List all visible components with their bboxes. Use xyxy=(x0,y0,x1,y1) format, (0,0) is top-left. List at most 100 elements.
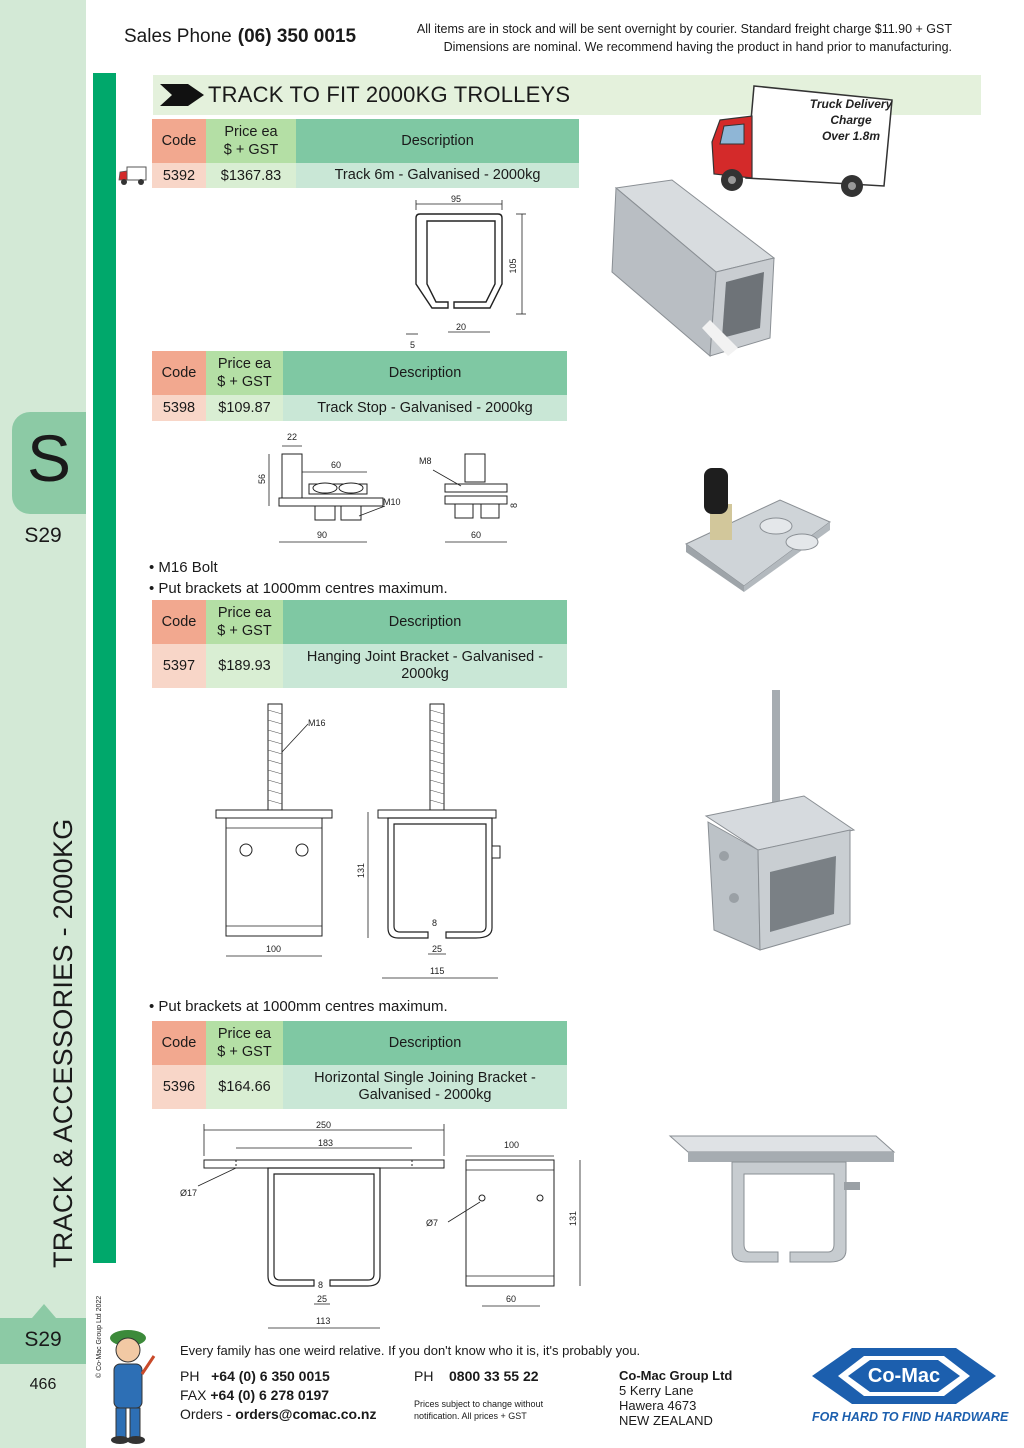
svg-text:Ø17: Ø17 xyxy=(180,1188,197,1198)
description-header: Description xyxy=(283,351,567,395)
product-price: $189.93 xyxy=(206,644,283,688)
logo-text: Co-Mac xyxy=(868,1365,940,1387)
svg-text:90: 90 xyxy=(317,530,327,540)
svg-text:60: 60 xyxy=(471,530,481,540)
price-table-5398: Code Price ea$ + GST Description 5398 $1… xyxy=(152,351,567,421)
truck-badge-line1: Truck Delivery xyxy=(810,97,894,111)
svg-text:100: 100 xyxy=(504,1140,519,1150)
svg-text:60: 60 xyxy=(331,460,341,470)
product-price: $164.66 xyxy=(206,1065,283,1109)
product-code: 5396 xyxy=(152,1065,206,1109)
footer-tab-notch xyxy=(32,1304,56,1318)
svg-text:8: 8 xyxy=(509,503,519,508)
svg-text:131: 131 xyxy=(568,1211,578,1226)
company-name: Co-Mac Group Ltd xyxy=(619,1368,733,1383)
track-dimension-drawing: 95 105 20 5 xyxy=(406,194,526,350)
footer-freephone: PH 0800 33 55 22 xyxy=(414,1368,539,1384)
footer-section-tab xyxy=(0,1318,86,1364)
svg-text:M10: M10 xyxy=(383,497,401,507)
svg-text:8: 8 xyxy=(432,918,437,928)
svg-text:113: 113 xyxy=(316,1316,330,1326)
description-header: Description xyxy=(283,600,567,644)
footer-orders: Orders - orders@comac.co.nz xyxy=(180,1406,377,1422)
company-address: Co-Mac Group Ltd 5 Kerry Lane Hawera 467… xyxy=(619,1368,733,1428)
svg-text:8: 8 xyxy=(318,1280,323,1290)
footer-joke: Every family has one weird relative. If … xyxy=(180,1343,641,1358)
code-header: Code xyxy=(152,600,206,644)
product-price: $1367.83 xyxy=(206,163,296,188)
hanging-bracket-product-photo xyxy=(704,690,856,951)
footer-freephone-number[interactable]: 0800 33 55 22 xyxy=(449,1368,539,1384)
product-description: Hanging Joint Bracket - Galvanised -2000… xyxy=(283,644,567,688)
svg-text:22: 22 xyxy=(287,432,297,442)
section-tab[interactable] xyxy=(12,412,86,514)
notice-line-1: All items are in stock and will be sent … xyxy=(416,22,952,36)
track-product-photo xyxy=(611,179,776,358)
section-number: S29 xyxy=(24,524,62,547)
price-header: Price ea$ + GST xyxy=(206,351,283,395)
svg-text:20: 20 xyxy=(456,322,466,332)
svg-text:Ø7: Ø7 xyxy=(426,1218,438,1228)
svg-text:5: 5 xyxy=(410,340,415,350)
product-description: Track Stop - Galvanised - 2000kg xyxy=(283,395,567,421)
page-number: 466 xyxy=(29,1376,57,1393)
truck-badge-line3: Over 1.8m xyxy=(822,129,880,143)
table-row[interactable]: 5396 $164.66 Horizontal Single Joining B… xyxy=(152,1065,567,1109)
product-code: 5392 xyxy=(152,163,206,188)
product-code: 5398 xyxy=(152,395,206,421)
svg-text:M8: M8 xyxy=(419,456,432,466)
svg-text:25: 25 xyxy=(317,1294,327,1304)
price-table-5397: Code Price ea$ + GST Description 5397 $1… xyxy=(152,600,567,688)
svg-text:105: 105 xyxy=(508,258,518,273)
description-header: Description xyxy=(283,1021,567,1065)
section-letter: S xyxy=(26,421,72,495)
footer-fax: FAX +64 (0) 6 278 0197 xyxy=(180,1387,330,1403)
vertical-section-title: TRACK & ACCESSORIES - 2000KG xyxy=(48,818,78,1268)
table-row[interactable]: 5397 $189.93 Hanging Joint Bracket - Gal… xyxy=(152,644,567,688)
code-header: Code xyxy=(152,351,206,395)
note-centres-2: • Put brackets at 1000mm centres maximum… xyxy=(149,998,448,1015)
sales-phone-label: Sales Phone xyxy=(124,26,232,47)
product-description: Horizontal Single Joining Bracket -Galva… xyxy=(283,1065,567,1109)
sales-phone-number[interactable]: (06) 350 0015 xyxy=(237,26,357,47)
sales-phone: Sales Phone(06) 350 0015 xyxy=(124,26,356,48)
footer-phone: PH +64 (0) 6 350 0015 xyxy=(180,1368,330,1384)
footer-fax-number[interactable]: +64 (0) 6 278 0197 xyxy=(210,1387,330,1403)
footer-price-note: Prices subject to change without notific… xyxy=(414,1399,544,1421)
footer-section-number: S29 xyxy=(24,1328,62,1351)
product-price: $109.87 xyxy=(206,395,283,421)
arrow-icon xyxy=(160,84,204,106)
table-row[interactable]: 5392 $1367.83 Track 6m - Galvanised - 20… xyxy=(152,163,579,188)
price-header: Price ea$ + GST xyxy=(206,600,283,644)
track-stop-dimension-drawing: 22 60 56 90 M10 M8 8 60 xyxy=(257,432,519,543)
svg-text:183: 183 xyxy=(318,1138,333,1148)
truck-small-icon xyxy=(118,166,147,185)
svg-text:131: 131 xyxy=(356,863,366,878)
svg-text:56: 56 xyxy=(257,474,267,484)
track-stop-product-photo xyxy=(685,468,831,592)
accent-bar xyxy=(93,73,116,1263)
horizontal-bracket-product-photo xyxy=(668,1135,896,1263)
hanging-bracket-dimension-drawing: M16 100 131 8 25 115 xyxy=(215,703,501,979)
code-header: Code xyxy=(152,1021,206,1065)
footer-phone-number[interactable]: +64 (0) 6 350 0015 xyxy=(211,1368,330,1384)
price-table-5396: Code Price ea$ + GST Description 5396 $1… xyxy=(152,1021,567,1109)
svg-text:250: 250 xyxy=(316,1120,331,1130)
note-centres: • Put brackets at 1000mm centres maximum… xyxy=(149,580,448,597)
svg-text:25: 25 xyxy=(432,944,442,954)
horizontal-bracket-dimension-drawing: 250 183 Ø17 8 25 113 100 Ø7 131 60 xyxy=(180,1120,581,1329)
table-row[interactable]: 5398 $109.87 Track Stop - Galvanised - 2… xyxy=(152,395,567,421)
svg-text:100: 100 xyxy=(266,944,281,954)
notice-line-2: Dimensions are nominal. We recommend hav… xyxy=(443,40,952,54)
tagline: FOR HARD TO FIND HARDWARE xyxy=(812,1410,1009,1424)
footer-orders-email[interactable]: orders@comac.co.nz xyxy=(235,1406,377,1422)
section-title: TRACK TO FIT 2000KG TROLLEYS xyxy=(208,82,571,107)
mascot-icon xyxy=(110,1330,156,1444)
product-code: 5397 xyxy=(152,644,206,688)
truck-badge-line2: Charge xyxy=(830,113,872,127)
truck-delivery-icon: Truck Delivery Charge Over 1.8m xyxy=(711,85,894,197)
price-table-5392: Code Price ea$ + GST Description 5392 $1… xyxy=(152,119,579,188)
comac-logo[interactable]: Co-Mac xyxy=(812,1346,996,1406)
description-header: Description xyxy=(296,119,579,163)
svg-text:95: 95 xyxy=(451,194,461,204)
